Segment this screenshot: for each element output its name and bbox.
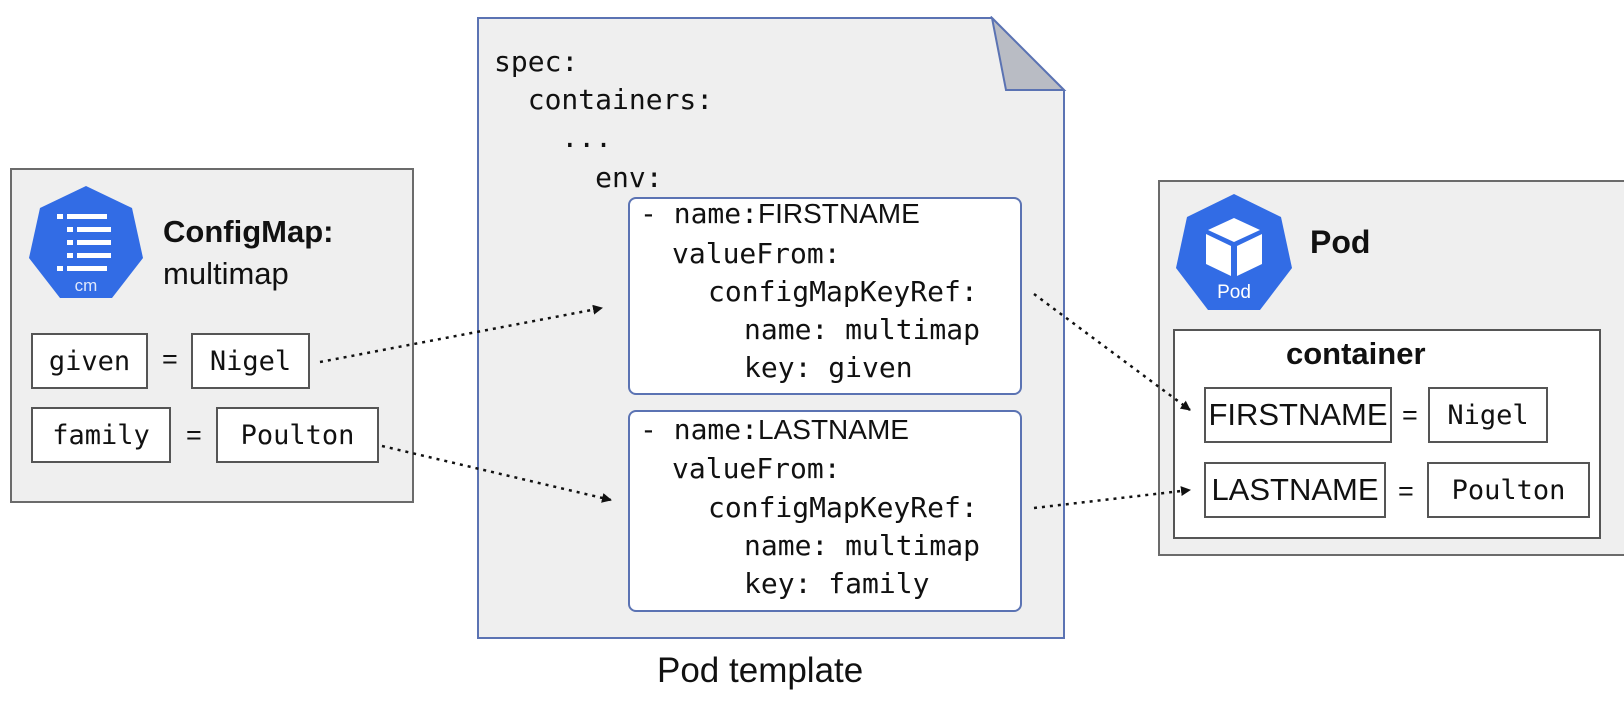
env-entry-firstname bbox=[628, 197, 1022, 395]
pod-env-value-poulton: Poulton bbox=[1427, 462, 1590, 518]
yaml-line-spec: spec: bbox=[494, 45, 579, 78]
arrow-family-to-lastname bbox=[381, 444, 612, 503]
env-configmapkeyref-line: configMapKeyRef: bbox=[708, 491, 978, 524]
pod-env-name-firstname: FIRSTNAME bbox=[1204, 387, 1392, 443]
equals-sign: = bbox=[1402, 400, 1418, 430]
svg-text:Pod: Pod bbox=[1217, 282, 1251, 303]
configmap-key-given: given bbox=[31, 333, 148, 389]
env-configmapkeyref-line: configMapKeyRef: bbox=[708, 275, 978, 308]
arrow-lastname-to-pod bbox=[1033, 486, 1191, 510]
arrow-firstname-to-pod bbox=[1033, 292, 1191, 412]
configmap-name: multimap bbox=[163, 256, 289, 291]
configmap-icon: cm bbox=[29, 186, 143, 298]
arrow-given-to-firstname bbox=[319, 304, 603, 364]
env-cm-name-line: name: multimap bbox=[744, 529, 981, 562]
env-valuefrom-line: valueFrom: bbox=[672, 452, 841, 485]
env-key-line: key: given bbox=[744, 351, 913, 384]
yaml-line-env: env: bbox=[494, 161, 663, 194]
pod-env-name-lastname: LASTNAME bbox=[1204, 462, 1386, 518]
env-entry-lastname bbox=[628, 410, 1022, 612]
env-valuefrom-line: valueFrom: bbox=[672, 237, 841, 270]
env-key-line: key: family bbox=[744, 567, 930, 600]
pod-title: Pod bbox=[1310, 224, 1371, 260]
env-name-line: - name:FIRSTNAME bbox=[640, 197, 920, 230]
yaml-line-ellipsis: ... bbox=[494, 121, 613, 154]
equals-sign: = bbox=[1398, 476, 1414, 506]
configmap-title: ConfigMap: bbox=[163, 214, 334, 249]
configmap-key-family: family bbox=[31, 407, 171, 463]
svg-text:cm: cm bbox=[75, 276, 98, 295]
configmap-value-poulton: Poulton bbox=[216, 407, 379, 463]
pod-env-value-nigel: Nigel bbox=[1428, 387, 1548, 443]
container-title: container bbox=[1286, 336, 1426, 371]
equals-sign: = bbox=[162, 344, 178, 374]
equals-sign: = bbox=[186, 420, 202, 450]
configmap-value-nigel: Nigel bbox=[191, 333, 310, 389]
pod-icon: Pod bbox=[1176, 194, 1292, 310]
env-cm-name-line: name: multimap bbox=[744, 313, 981, 346]
env-name-line: - name:LASTNAME bbox=[640, 413, 909, 446]
yaml-line-containers: containers: bbox=[494, 83, 714, 116]
pod-template-caption: Pod template bbox=[657, 651, 864, 690]
